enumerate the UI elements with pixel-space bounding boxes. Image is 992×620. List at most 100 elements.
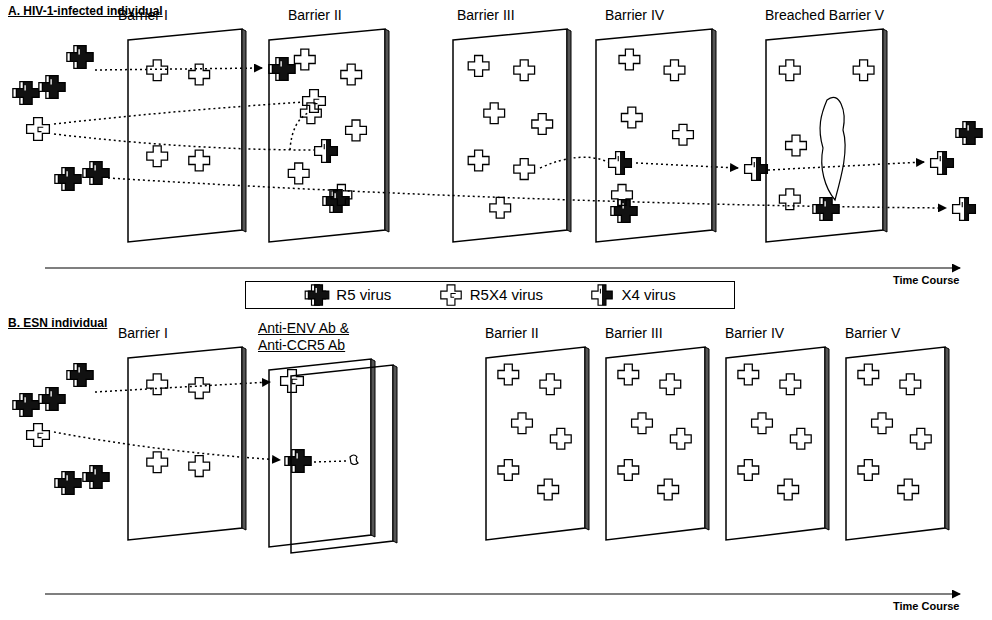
receptor-hole <box>468 56 489 77</box>
barrier-edge <box>567 29 571 232</box>
barrier-panel: Barrier V <box>845 325 950 549</box>
receptor-hole <box>779 189 800 210</box>
barrier-shape <box>268 358 400 556</box>
barrier-shape <box>725 346 830 549</box>
receptor-hole <box>550 428 571 449</box>
barrier-outline <box>606 347 705 540</box>
receptor-hole <box>670 428 691 449</box>
barrier-panel: Barrier I <box>118 325 247 549</box>
receptor-hole <box>189 456 210 477</box>
r5x4-virus <box>27 424 50 447</box>
receptor-hole <box>301 103 322 124</box>
barrier-shape <box>452 28 572 251</box>
receptor-hole <box>189 378 210 399</box>
receptor-hole <box>490 197 511 218</box>
receptor-hole <box>468 150 489 171</box>
virus-icon <box>592 285 612 305</box>
r5-virus <box>39 388 65 411</box>
virus-path <box>636 163 738 168</box>
barrier-label: Barrier I <box>118 325 168 342</box>
receptor-hole <box>621 107 642 128</box>
barrier-label: Barrier III <box>457 7 515 24</box>
axis-label: Time Course <box>893 600 959 612</box>
receptor-hole <box>147 60 168 81</box>
r5-virus <box>956 122 982 145</box>
receptor-hole <box>853 60 874 81</box>
barrier-outline <box>726 347 825 540</box>
virus-path <box>54 134 314 150</box>
barrier-outline <box>596 29 712 242</box>
barrier-outline <box>486 347 585 540</box>
receptor-hole <box>673 124 694 145</box>
receptor-hole <box>331 185 352 206</box>
barrier-outline <box>291 365 393 553</box>
r5-virus <box>13 394 39 417</box>
barrier-shape <box>605 346 710 549</box>
barrier-label: Barrier IV <box>605 7 664 24</box>
r5-virus <box>39 76 65 99</box>
legend-sample <box>304 284 330 306</box>
barrier-outline <box>269 29 385 242</box>
barrier-panel: Barrier III <box>452 7 572 251</box>
receptor-hole <box>294 49 315 70</box>
barrier-outline <box>128 29 242 242</box>
barrier-label: Breached Barrier V <box>765 7 884 24</box>
receptor-hole <box>632 413 653 434</box>
receptor-hole <box>900 374 921 395</box>
barrier-outline <box>766 29 883 242</box>
virus-icon <box>306 285 330 305</box>
barrier-shape <box>268 28 390 251</box>
r5-virus <box>67 364 93 387</box>
receptor-hole <box>910 428 931 449</box>
barrier-edge <box>242 29 246 232</box>
receptor-hole <box>738 364 759 385</box>
r5-virus <box>83 162 109 185</box>
barrier-edge <box>371 359 375 537</box>
barrier-breach <box>820 97 845 200</box>
receptor-hole <box>189 64 210 85</box>
r5-virus <box>83 466 109 489</box>
receptor-hole <box>512 413 533 434</box>
virus-group <box>13 46 982 223</box>
r5-virus <box>285 450 311 473</box>
barrier-label: Anti-ENV Ab & Anti-CCR5 Ab <box>258 320 370 354</box>
virus-path <box>768 162 924 170</box>
receptor-hole <box>346 120 367 141</box>
x4-virus <box>609 152 632 175</box>
receptor-hole <box>189 150 210 171</box>
legend-text: X4 virus <box>621 286 675 304</box>
receptor-hole <box>341 64 362 85</box>
barrier-panel: Barrier II <box>268 7 390 251</box>
receptor-hole <box>738 460 759 481</box>
barrier-outline <box>453 29 567 242</box>
r5x4-virus <box>27 118 50 141</box>
legend-sample <box>438 284 464 306</box>
x4-virus <box>315 140 338 163</box>
receptor-hole <box>618 364 639 385</box>
axis-label: Time Course <box>893 274 959 286</box>
r5-virus <box>611 200 637 223</box>
barrier-shape <box>845 346 950 549</box>
barrier-label: Barrier IV <box>725 325 784 342</box>
panel-heading: B. ESN individual <box>8 316 107 330</box>
r5-virus <box>55 168 81 191</box>
receptor-hole <box>790 428 811 449</box>
receptor-hole <box>514 60 535 81</box>
legend-entry: R5X4 virus <box>438 284 543 306</box>
virus-path <box>95 68 262 70</box>
barrier-shape <box>127 346 247 549</box>
barrier-shape <box>485 346 590 549</box>
r5-virus <box>67 46 93 69</box>
legend-text: R5 virus <box>336 286 391 304</box>
receptor-hole <box>532 114 553 135</box>
legend-text: R5X4 virus <box>470 286 543 304</box>
barrier-shape <box>127 28 247 251</box>
barrier-panel: Anti-ENV Ab & Anti-CCR5 Ab <box>258 320 400 556</box>
time-axis <box>45 267 960 268</box>
barrier-panel: Barrier II <box>485 325 590 549</box>
time-axis <box>45 593 960 594</box>
barrier-outline <box>128 347 242 540</box>
legend-entry: X4 virus <box>589 284 675 306</box>
